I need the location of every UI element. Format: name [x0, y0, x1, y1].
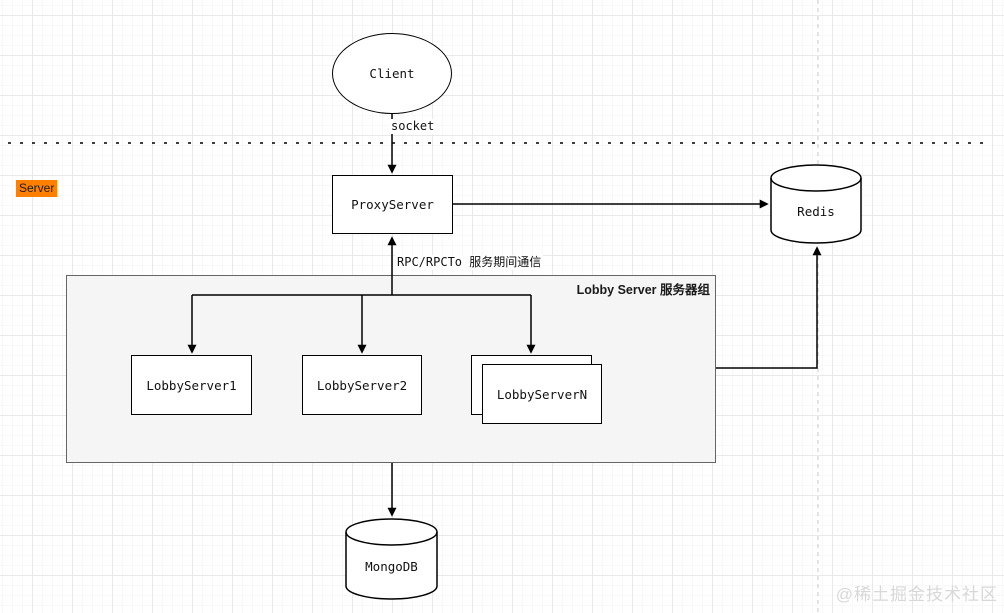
- node-lobbyserver1-label: LobbyServer1: [146, 377, 237, 393]
- node-proxyserver: ProxyServer: [332, 175, 453, 234]
- socket-edge-label: socket: [389, 119, 437, 134]
- edge-lobbygroup-redis: [716, 246, 822, 369]
- node-client: Client: [332, 33, 452, 114]
- node-proxyserver-label: ProxyServer: [351, 197, 434, 212]
- cylinder-shape: [345, 518, 438, 600]
- node-redis-label: Redis: [797, 203, 835, 219]
- node-mongodb-label: MongoDB: [365, 558, 418, 574]
- node-redis: Redis: [770, 164, 862, 244]
- node-lobbyservern: LobbyServerN: [482, 364, 602, 424]
- lobbyserver-group-title: Lobby Server 服务器组: [576, 283, 710, 297]
- cylinder-shape: [770, 164, 862, 244]
- server-zone-tag: Server: [16, 180, 58, 197]
- node-client-label: Client: [369, 66, 415, 81]
- rpc-edge-label: RPC/RPCTo 服务期间通信: [395, 255, 544, 270]
- node-lobbyserver2-label: LobbyServer2: [316, 377, 408, 393]
- watermark-text: @稀土掘金技术社区: [835, 585, 998, 604]
- node-lobbyserver1: LobbyServer1: [131, 355, 252, 415]
- node-lobbyserver2: LobbyServer2: [302, 355, 422, 415]
- node-mongodb: MongoDB: [345, 518, 438, 600]
- node-lobbyservern-label: LobbyServerN: [496, 386, 588, 402]
